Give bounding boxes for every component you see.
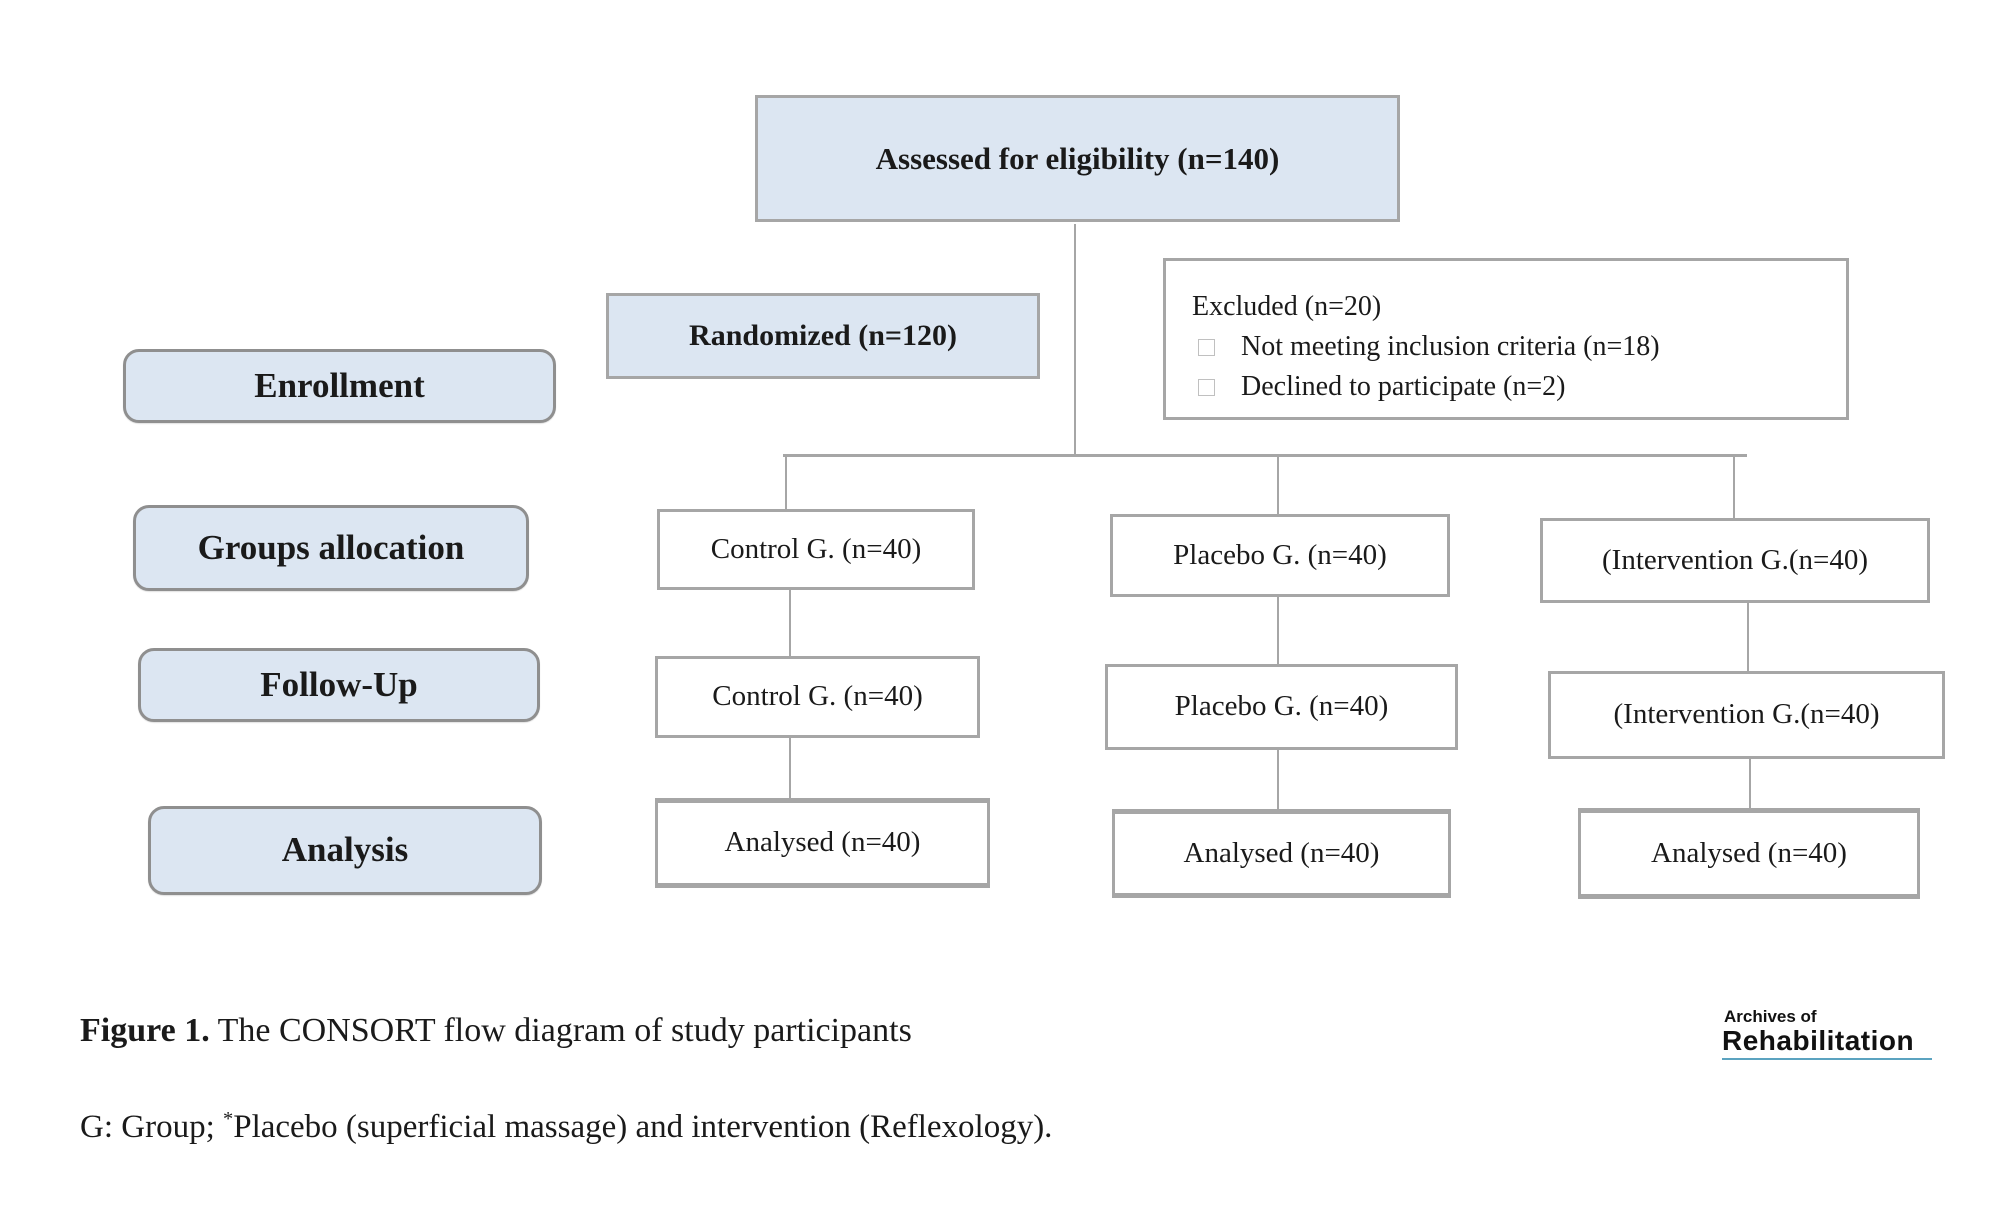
allocation-control-box: Control G. (n=40) [657,509,975,590]
followup-placebo-box: Placebo G. (n=40) [1105,664,1458,750]
analysis-intervention-box: Analysed (n=40) [1578,808,1920,899]
stage-analysis: Analysis [148,806,542,895]
stage-groups-allocation: Groups allocation [133,505,529,591]
connector-placebo-followup [1277,597,1279,666]
excluded-box: Excluded (n=20) Not meeting inclusion cr… [1163,258,1849,420]
footnote-asterisk: * [223,1108,234,1130]
figure-caption-text: The CONSORT flow diagram of study partic… [209,1012,912,1049]
allocation-placebo-box: Placebo G. (n=40) [1110,514,1450,597]
followup-intervention-box: (Intervention G.(n=40) [1548,671,1945,759]
journal-logo-line1: Archives of [1724,1007,1817,1026]
figure-footnote: G: Group; *Placebo (superficial massage)… [80,1108,1052,1146]
footnote-text: Placebo (superficial massage) and interv… [233,1109,1053,1145]
connector-placebo-analysis [1277,750,1279,810]
excluded-item: Not meeting inclusion criteria (n=18) [1192,327,1826,367]
analysis-placebo-box: Analysed (n=40) [1112,809,1451,898]
square-bullet-icon [1198,378,1215,396]
connector-drop-control [785,457,787,510]
excluded-item-label: Declined to participate (n=2) [1241,370,1566,402]
square-bullet-icon [1198,338,1215,356]
footnote-prefix: G: Group; [80,1109,223,1145]
analysis-control-box: Analysed (n=40) [655,798,990,888]
connector-drop-intervention [1733,457,1735,519]
connector-drop-placebo [1277,457,1279,515]
figure-caption: Figure 1. The CONSORT flow diagram of st… [80,1012,912,1050]
excluded-item: Declined to participate (n=2) [1192,367,1826,407]
connector-horizontal [783,454,1747,457]
connector-intervention-followup [1747,602,1749,672]
connector-control-analysis [789,738,791,800]
connector-top-vertical [1074,224,1076,455]
stage-follow-up: Follow-Up [138,648,540,722]
followup-control-box: Control G. (n=40) [655,656,980,738]
stage-enrollment: Enrollment [123,349,556,423]
journal-logo: Archives of Rehabilitation [1722,1007,1932,1061]
journal-logo-underline [1722,1058,1932,1061]
connector-intervention-analysis [1749,759,1751,813]
allocation-intervention-box: (Intervention G.(n=40) [1540,518,1930,603]
journal-logo-line2: Rehabilitation [1722,1024,1915,1056]
excluded-item-label: Not meeting inclusion criteria (n=18) [1241,330,1660,362]
figure-caption-label: Figure 1. [80,1012,210,1049]
assessed-box: Assessed for eligibility (n=140) [755,95,1400,222]
randomized-box: Randomized (n=120) [606,293,1040,379]
excluded-title: Excluded (n=20) [1192,291,1382,322]
connector-control-followup [789,590,791,658]
